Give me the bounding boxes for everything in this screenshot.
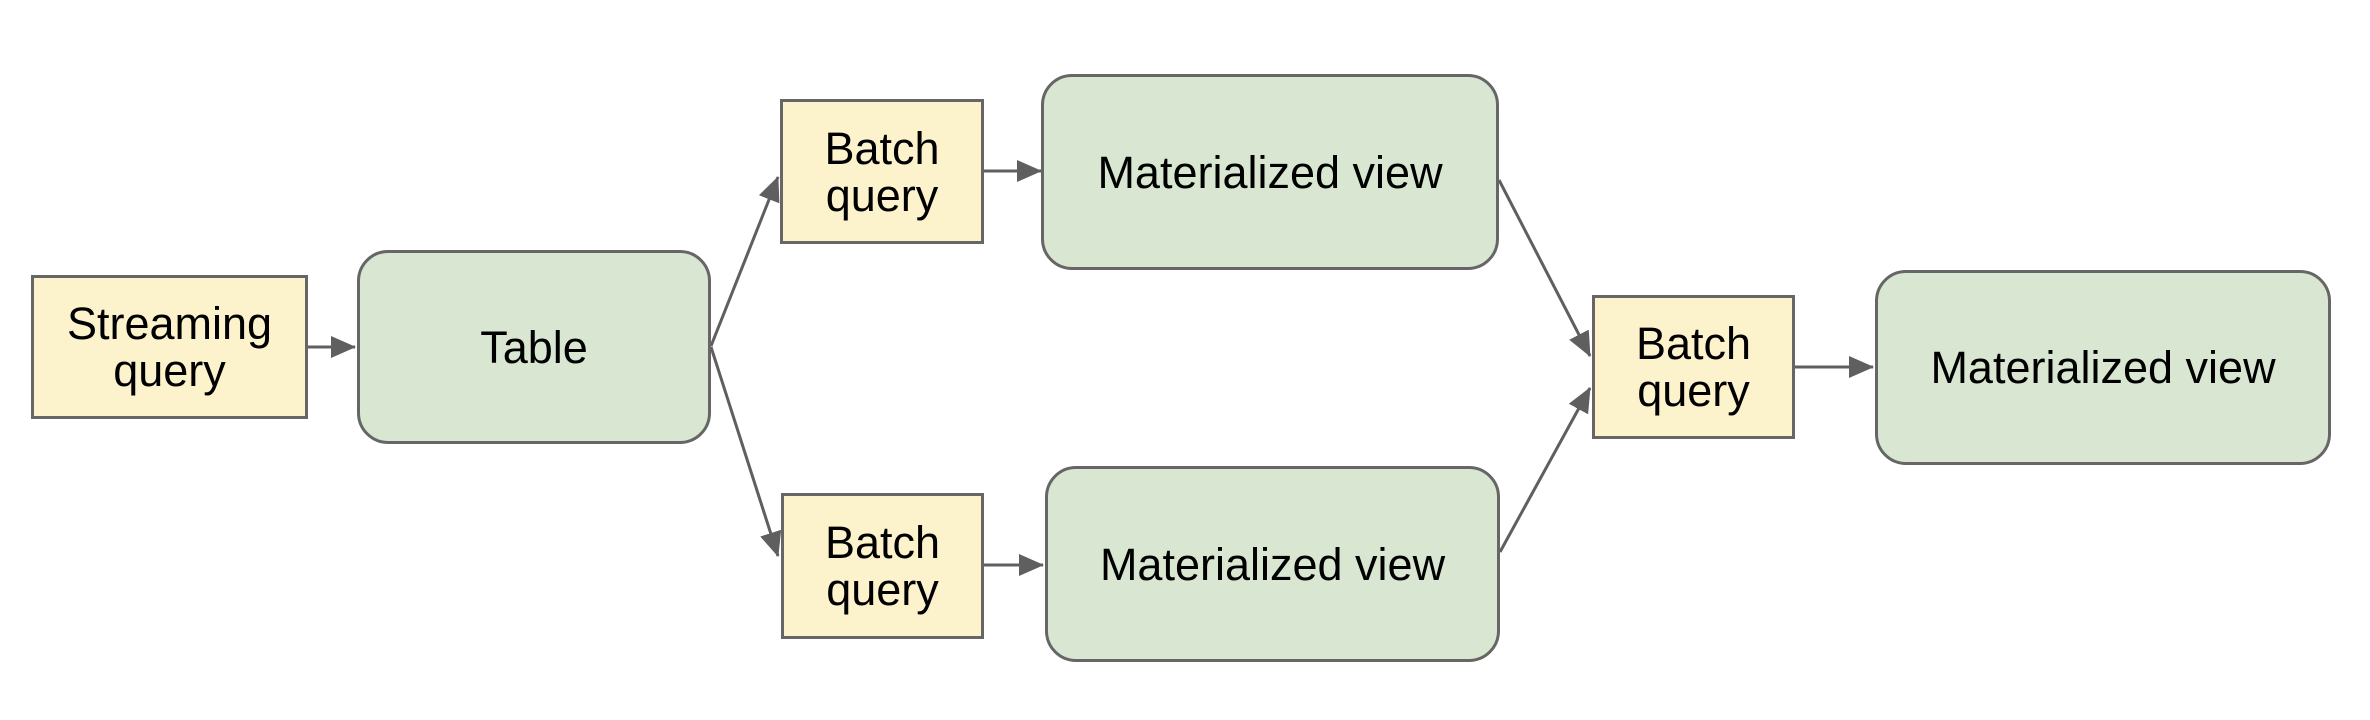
node-batch-query-bottom-label: Batch bbox=[824, 517, 941, 568]
node-materialized-view-bottom-label: Materialized view bbox=[1099, 538, 1446, 590]
node-materialized-view-right-label: Materialized view bbox=[1930, 342, 2276, 393]
edge-materialized-view-bottom-to-batch-query-right bbox=[1498, 387, 1592, 553]
node-streaming-query-label: Streaming bbox=[66, 298, 273, 349]
node-materialized-view-top: Materialized view bbox=[1041, 74, 1499, 270]
node-batch-query-right-label: Batch bbox=[1635, 318, 1752, 369]
edge-materialized-view-top-to-batch-query-right bbox=[1497, 179, 1592, 357]
node-batch-query-top-label: query bbox=[825, 169, 939, 221]
edge-table-to-batch-query-top bbox=[709, 176, 780, 347]
node-materialized-view-right: Materialized view bbox=[1875, 270, 2331, 465]
node-table-label: Table bbox=[480, 321, 588, 373]
node-streaming-query-label: query bbox=[113, 345, 226, 396]
node-table: Table bbox=[357, 250, 711, 444]
node-batch-query-bottom-label: query bbox=[826, 564, 939, 615]
node-batch-query-top-label: Batch bbox=[824, 122, 940, 174]
node-materialized-view-top-label: Materialized view bbox=[1097, 146, 1443, 198]
node-materialized-view-bottom: Materialized view bbox=[1045, 466, 1500, 662]
node-batch-query-right-label: query bbox=[1637, 365, 1750, 416]
edge-table-to-batch-query-bottom bbox=[709, 346, 782, 557]
